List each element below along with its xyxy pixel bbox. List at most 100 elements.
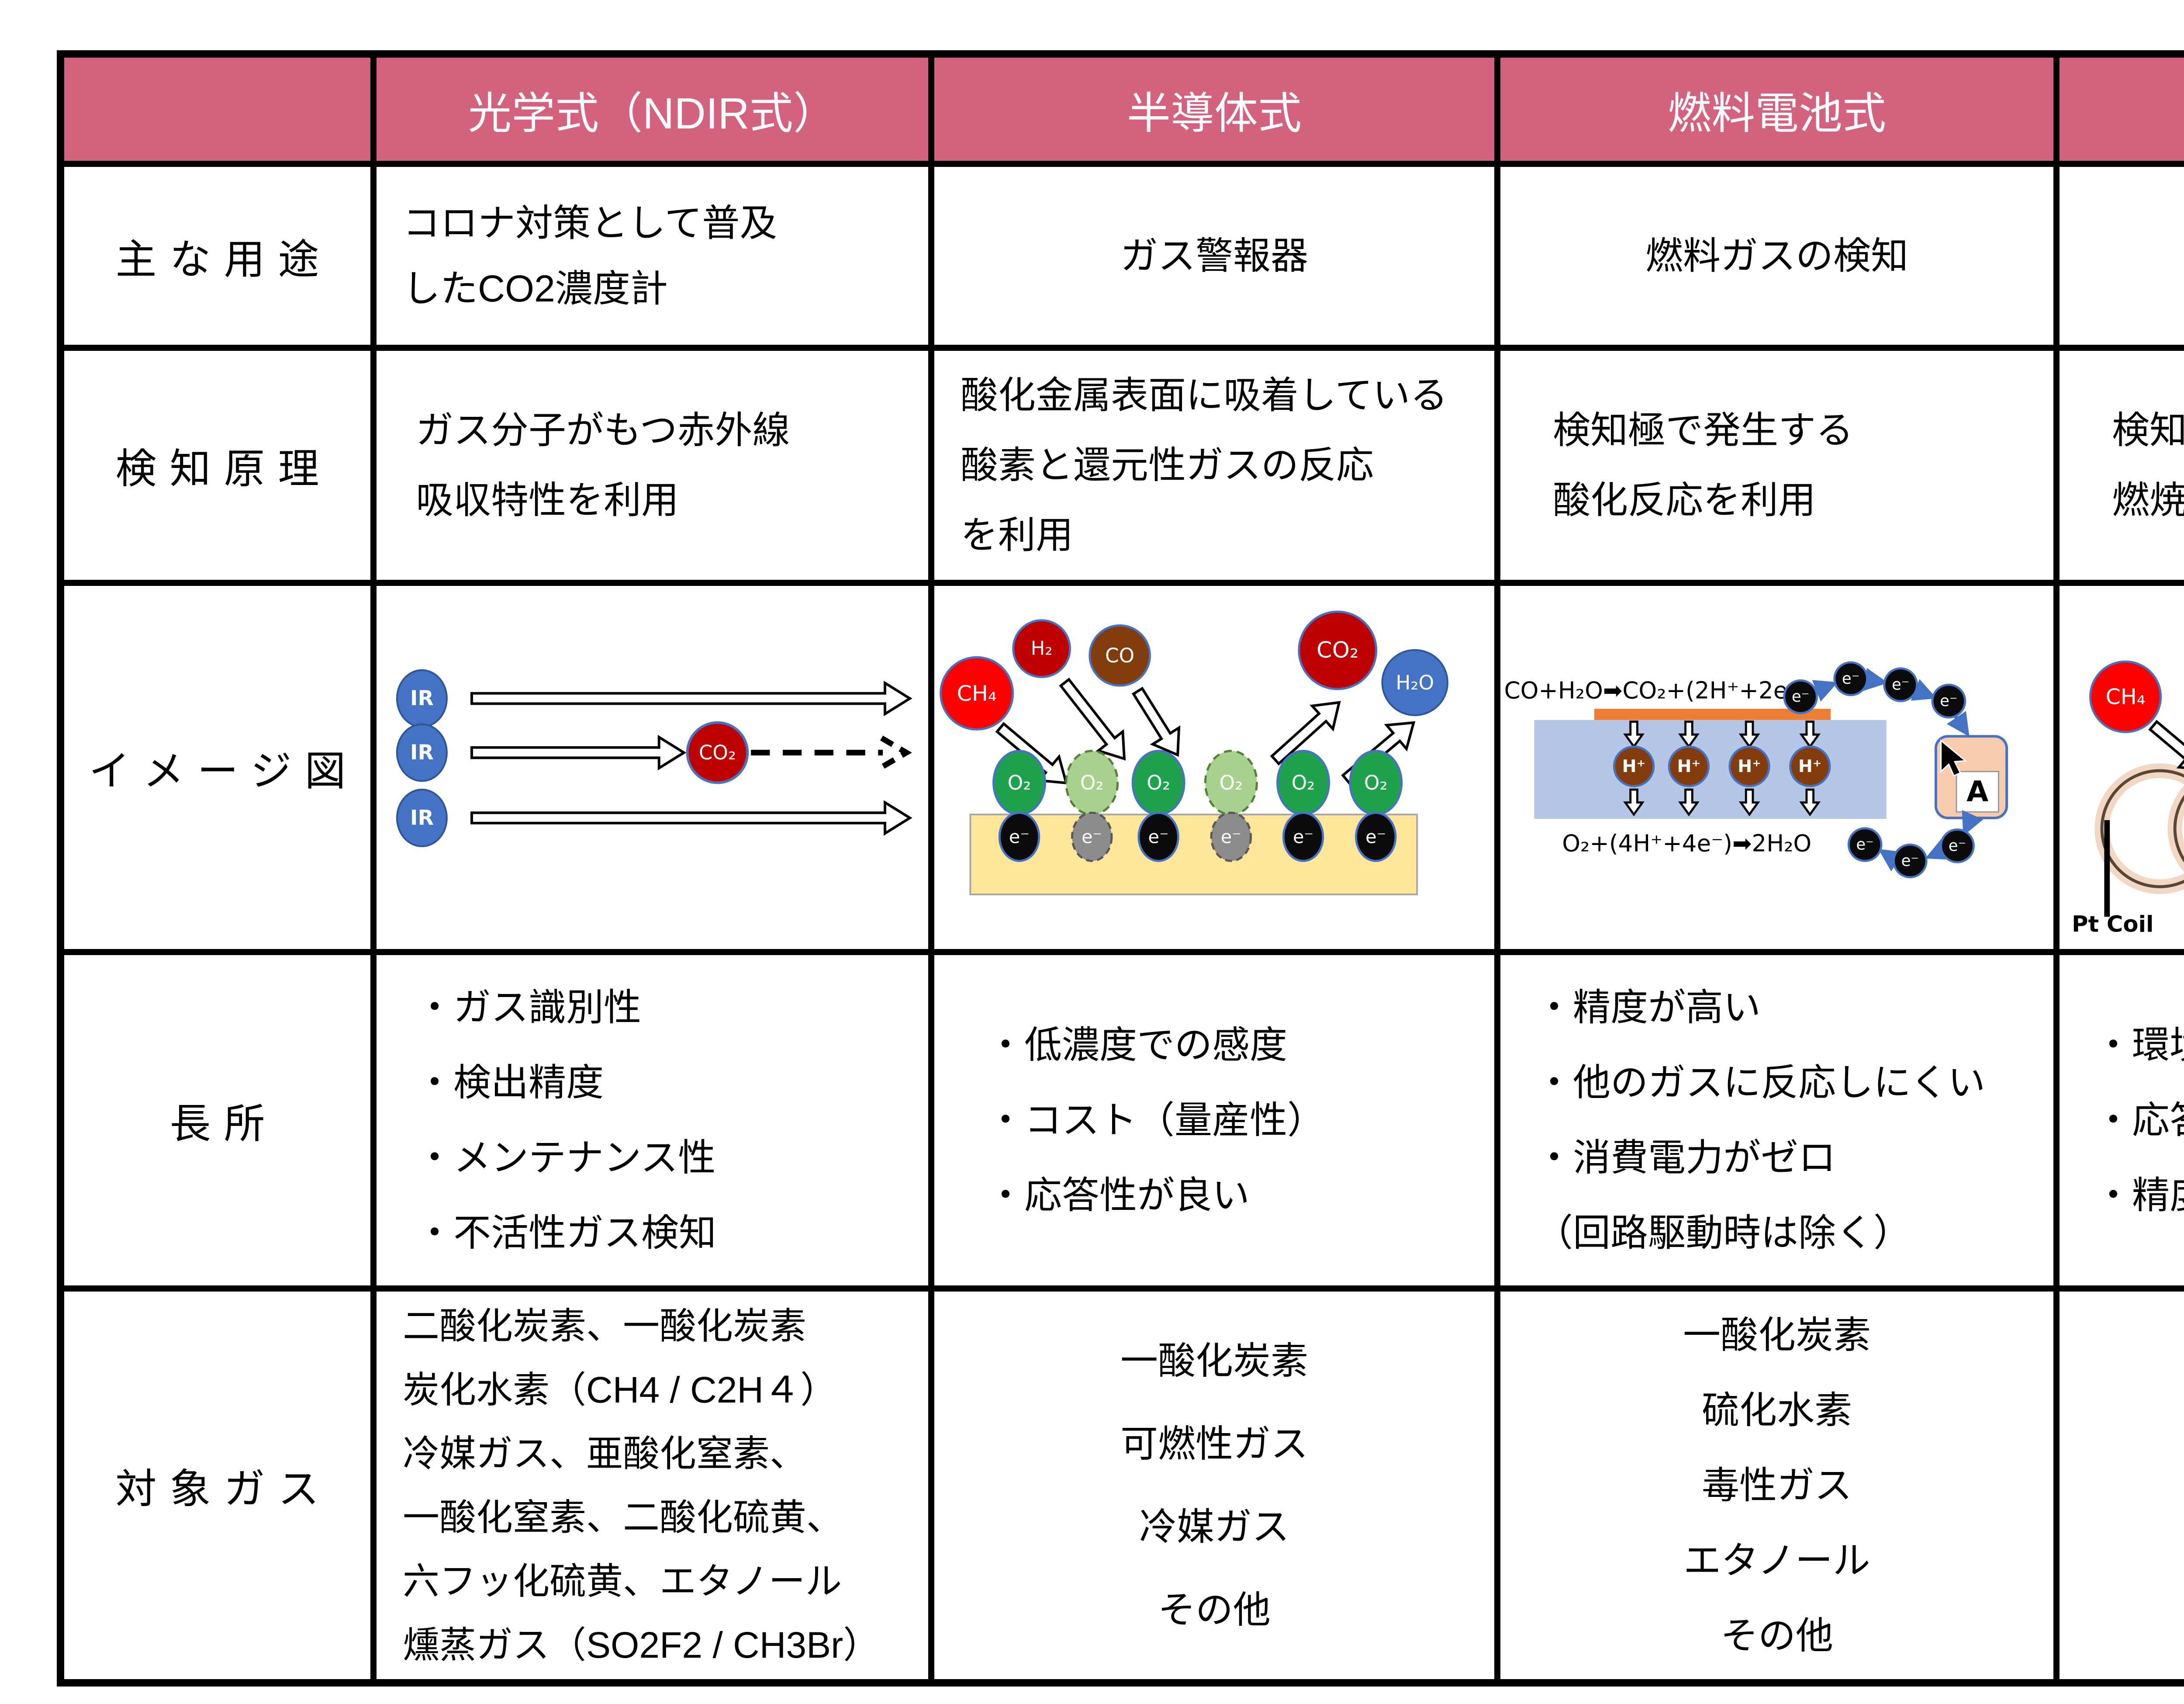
- electron-icon: e⁻: [1355, 811, 1397, 862]
- merits-semiconductor-text: ・低濃度での感度 ・コスト（量産性） ・応答性が良い: [987, 1024, 1325, 1216]
- h2-label: H₂: [1031, 638, 1053, 660]
- electron-flow-arrow: [1812, 680, 1838, 702]
- proton-down-arrow: [1738, 720, 1760, 749]
- o2-molecule-icon: O₂: [1131, 750, 1185, 816]
- svg-text:e⁻: e⁻: [1892, 676, 1909, 694]
- svg-text:O₂: O₂: [1219, 771, 1243, 794]
- usage-ndir-text: コロナ対策として普及 したCO2濃度計: [403, 202, 778, 310]
- electron-flow-arrow: [1946, 711, 1970, 737]
- proton-down-arrow: [1678, 720, 1700, 749]
- svg-text:e⁻: e⁻: [1082, 826, 1102, 847]
- row-label-merits: 長所: [61, 952, 373, 1288]
- ammeter: A: [1934, 735, 2008, 820]
- electron-flow-arrow: [1925, 838, 1951, 860]
- svg-text:O₂: O₂: [1147, 771, 1170, 794]
- merits-ndir-text: ・ガス識別性 ・検出精度 ・メンテナンス性 ・不活性ガス検知: [416, 987, 716, 1254]
- row-label-image: イメージ図: [61, 583, 373, 952]
- svg-text:H⁺: H⁺: [1738, 756, 1761, 776]
- merits-fuel-cell-text: ・精度が高い ・他のガスに反応しにくい ・消費電力がゼロ （回路駆動時は除く）: [1535, 987, 1986, 1254]
- header-catalytic: 接触燃焼式: [2056, 55, 2184, 164]
- svg-text:e⁻: e⁻: [1940, 692, 1957, 710]
- ir-attenuated-dashed-arrow: [751, 735, 912, 770]
- svg-text:H⁺: H⁺: [1798, 756, 1822, 776]
- semiconductor-surface: [969, 814, 1418, 896]
- usage-fuel-cell-text: 燃料ガスの検知: [1645, 235, 1908, 277]
- usage-semiconductor-cell: ガス警報器: [931, 164, 1497, 348]
- o2-molecule-icon: O₂: [1349, 750, 1403, 816]
- fuel-cell-diagram: CO+H₂O➡CO₂+(2H⁺+2e⁻) H⁺ H⁺ H⁺ H⁺ O₂+(4H⁺…: [1504, 661, 2008, 879]
- header-semiconductor-label: 半導体式: [1127, 89, 1302, 138]
- gases-semiconductor-text: 一酸化炭素 可燃性ガス 冷媒ガス その他: [1120, 1340, 1308, 1631]
- svg-text:e⁻: e⁻: [1949, 837, 1966, 855]
- row-label-image-text: イメージ図: [89, 748, 359, 794]
- ndir-diagram-cell: IR IR IR CO₂: [373, 583, 931, 952]
- header-ndir-label: 光学式（NDIR式）: [468, 89, 837, 138]
- gases-fuel-cell-cell: 一酸化炭素 硫化水素 毒性ガス エタノール その他: [1497, 1288, 2056, 1682]
- proton-icon: H⁺: [1728, 745, 1770, 787]
- principle-fuel-cell-cell: 検知極で発生する 酸化反応を利用: [1497, 348, 2056, 583]
- row-label-merits-text: 長所: [169, 1101, 278, 1146]
- header-corner: [61, 55, 373, 164]
- ch4-molecule-icon: CH₄: [940, 656, 1014, 731]
- h2o-label: H₂O: [1396, 671, 1434, 694]
- co-label: CO: [1105, 644, 1134, 667]
- proton-down-arrow: [1623, 720, 1645, 749]
- svg-text:O₂: O₂: [1292, 771, 1315, 794]
- merits-semiconductor-cell: ・低濃度での感度 ・コスト（量産性） ・応答性が良い: [931, 952, 1497, 1288]
- header-semiconductor: 半導体式: [931, 55, 1497, 164]
- o2-molecule-icon: O₂: [1276, 750, 1330, 816]
- comparison-table: 光学式（NDIR式） 半導体式 燃料電池式 接触燃焼式 主な用途 コロナ対策とし…: [57, 50, 2184, 1687]
- ch4-molecule-icon: CH₄: [2089, 660, 2162, 733]
- row-label-usage: 主な用途: [61, 164, 373, 348]
- ammeter-label: A: [1966, 776, 1988, 808]
- gases-ndir-text: 二酸化炭素、一酸化炭素 炭化水素（CH4 / C2H４） 冷媒ガス、亜酸化窒素、…: [403, 1305, 880, 1666]
- ndir-diagram: IR IR IR CO₂: [396, 669, 912, 847]
- co2-molecule-icon: CO₂: [1298, 610, 1378, 690]
- electron-released-icon: e⁻: [1210, 811, 1252, 862]
- gas-in-arrow: [2148, 720, 2184, 772]
- h2o-molecule-icon: H₂O: [1381, 649, 1448, 716]
- ir-source-icon: IR: [396, 789, 448, 847]
- merits-ndir-cell: ・ガス識別性 ・検出精度 ・メンテナンス性 ・不活性ガス検知: [373, 952, 931, 1288]
- fuel-cell-diagram-cell: CO+H₂O➡CO₂+(2H⁺+2e⁻) H⁺ H⁺ H⁺ H⁺ O₂+(4H⁺…: [1497, 583, 2056, 952]
- merits-catalytic-cell: ・環境に依存されにくい ・応答性が良い ・精度が高い: [2056, 952, 2184, 1288]
- svg-text:H⁺: H⁺: [1677, 756, 1701, 776]
- electron-icon: e⁻: [1893, 843, 1928, 879]
- gases-ndir-cell: 二酸化炭素、一酸化炭素 炭化水素（CH4 / C2H４） 冷媒ガス、亜酸化窒素、…: [373, 1288, 931, 1682]
- proton-icon: H⁺: [1613, 745, 1655, 787]
- pt-coil-label: Pt Coil: [2072, 912, 2153, 938]
- proton-icon: H⁺: [1789, 745, 1831, 787]
- usage-fuel-cell-cell: 燃料ガスの検知: [1497, 164, 2056, 348]
- gas-in-arrow: [1059, 677, 1126, 761]
- gas-in-arrow: [1131, 686, 1181, 757]
- merits-catalytic-text: ・環境に依存されにくい ・応答性が良い ・精度が高い: [2094, 1024, 2184, 1216]
- electron-flow-arrow: [1962, 810, 1984, 836]
- proton-down-arrow: [1799, 788, 1821, 817]
- svg-text:O₂: O₂: [1364, 771, 1388, 794]
- usage-ndir-cell: コロナ対策として普及 したCO2濃度計: [373, 164, 931, 348]
- electron-icon: e⁻: [1847, 827, 1883, 862]
- svg-text:e⁻: e⁻: [1856, 836, 1873, 854]
- svg-text:e⁻: e⁻: [1009, 826, 1030, 847]
- electron-icon: e⁻: [1833, 661, 1868, 696]
- ir-beam-top-arrow: [470, 680, 912, 717]
- electron-flow-arrow: [1911, 679, 1937, 701]
- co2-label: CO₂: [1317, 637, 1358, 663]
- ir-label: IR: [410, 686, 434, 710]
- usage-catalytic-cell: メタンガス警報器: [2056, 164, 2184, 348]
- semiconductor-diagram-cell: CH₄ H₂ CO CO₂ H₂O O₂ O₂ O₂ O₂ O₂: [931, 583, 1497, 952]
- principle-ndir-text: ガス分子がもつ赤外線 吸収特性を利用: [416, 409, 790, 521]
- principle-catalytic-text: 検知素子表面での 燃焼熱を利用: [2112, 409, 2184, 521]
- electron-released-icon: e⁻: [1071, 811, 1113, 862]
- ir-label: IR: [410, 741, 434, 765]
- principle-fuel-cell-text: 検知極で発生する 酸化反応を利用: [1553, 409, 1853, 521]
- anode-reaction-label: CO+H₂O➡CO₂+(2H⁺+2e⁻): [1504, 677, 1809, 704]
- gases-fuel-cell-text: 一酸化炭素 硫化水素 毒性ガス エタノール その他: [1683, 1314, 1871, 1657]
- principle-catalytic-cell: 検知素子表面での 燃焼熱を利用: [2056, 348, 2184, 583]
- o2-molecule-icon: O₂: [992, 750, 1046, 816]
- ir-beam-bottom-arrow: [470, 800, 912, 836]
- svg-text:CH₄: CH₄: [2106, 684, 2146, 710]
- svg-text:H⁺: H⁺: [1622, 756, 1646, 776]
- svg-text:e⁻: e⁻: [1365, 826, 1386, 847]
- ir-label: IR: [410, 806, 434, 830]
